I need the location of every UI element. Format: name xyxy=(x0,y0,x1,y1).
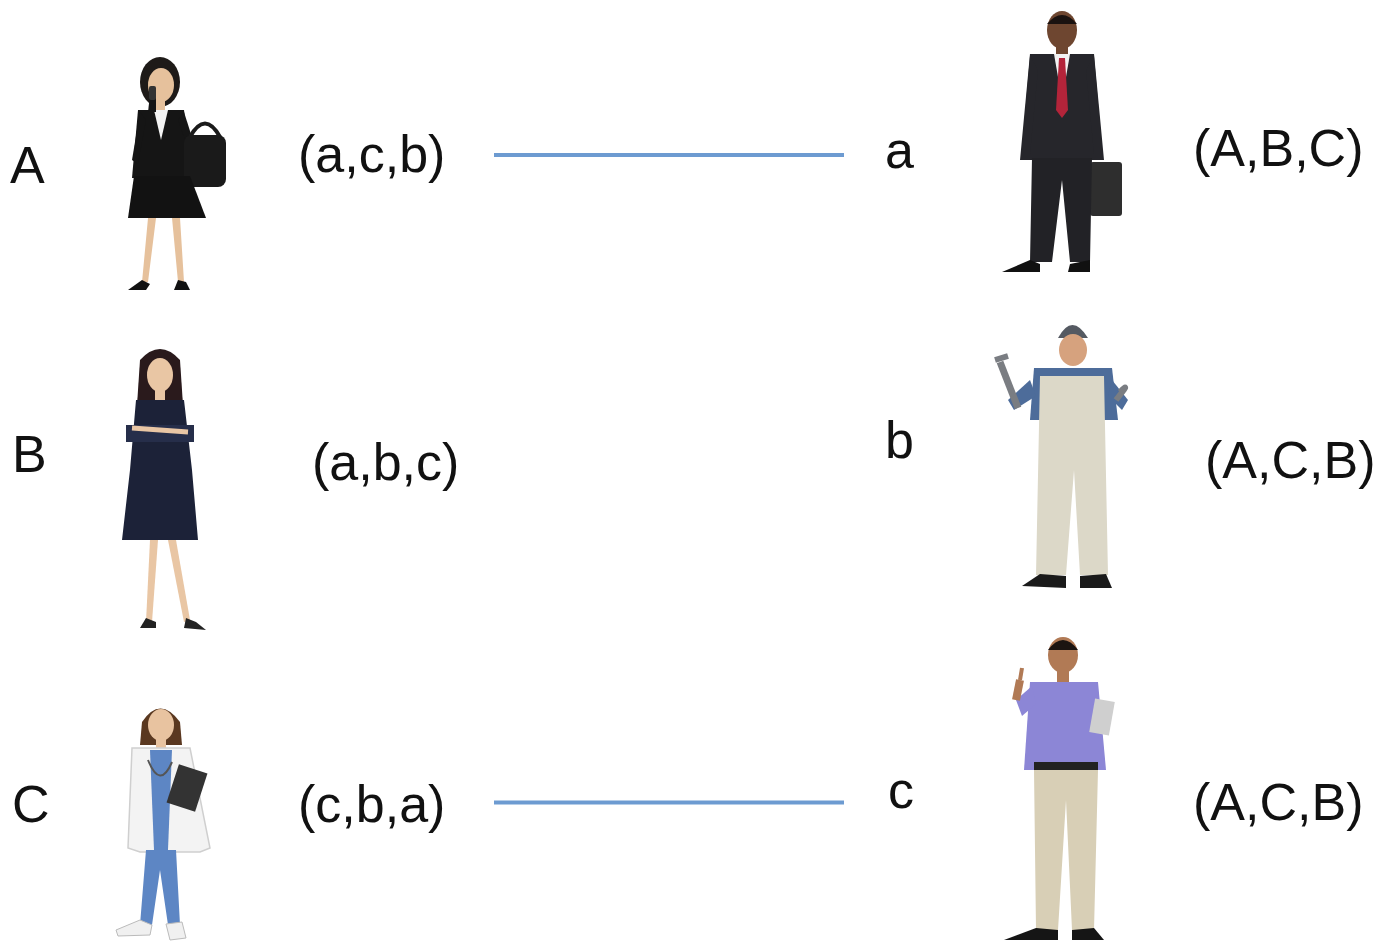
man-pointing-figure xyxy=(1004,637,1115,940)
preference-list: (A,C,B) xyxy=(1193,776,1363,828)
businessman-figure xyxy=(1002,11,1122,272)
businesswoman-figure xyxy=(128,57,226,290)
preference-list: (A,B,C) xyxy=(1193,122,1363,174)
person-letter: a xyxy=(885,124,914,176)
person-node: a (A,B,C) xyxy=(848,0,1383,280)
person-letter: b xyxy=(885,414,914,466)
person-letter: A xyxy=(10,139,45,191)
woman-in-dress-figure xyxy=(122,349,206,630)
person-node: A (a,c,b) xyxy=(0,30,490,300)
preference-list: (a,b,c) xyxy=(312,436,459,488)
person-letter: c xyxy=(888,764,914,816)
person-node: c (A,C,B) xyxy=(848,620,1383,945)
person-node: C (c,b,a) xyxy=(0,660,490,945)
matching-line xyxy=(494,802,844,803)
matching-line xyxy=(494,155,844,156)
preference-list: (A,C,B) xyxy=(1205,434,1375,486)
doctor-figure xyxy=(116,709,210,941)
person-node: b (A,C,B) xyxy=(848,310,1383,600)
person-letter: B xyxy=(12,428,47,480)
preference-list: (a,c,b) xyxy=(298,128,445,180)
preference-list: (c,b,a) xyxy=(298,778,445,830)
plumber-figure xyxy=(995,325,1128,588)
person-node: B (a,b,c) xyxy=(0,340,490,640)
person-letter: C xyxy=(12,778,50,830)
